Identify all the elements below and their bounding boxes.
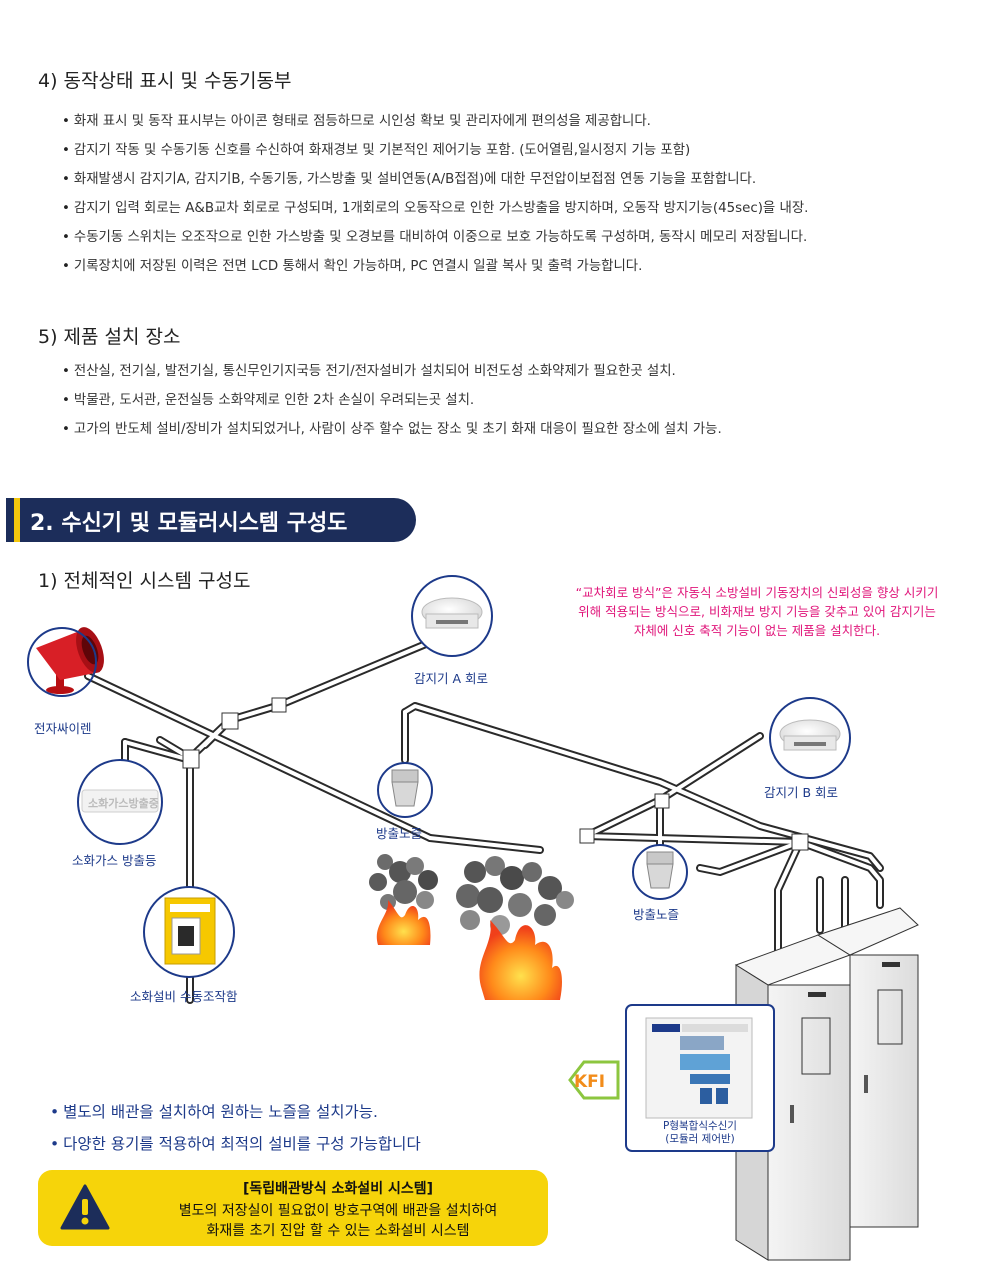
- controller-label-line: P형복합식수신기: [663, 1120, 737, 1132]
- section4-title: 4) 동작상태 표시 및 수동기동부: [38, 70, 292, 92]
- kfi-text: KFI: [574, 1072, 605, 1092]
- list-item: 박물관, 도서관, 운전실등 소화약제로 인한 2차 손실이 우려되는곳 설치.: [62, 391, 722, 420]
- fire-icon: [369, 854, 438, 945]
- note-line: 자체에 신호 축적 기능이 없는 제품을 설치한다.: [633, 623, 881, 638]
- warning-line: 별도의 저장실이 필요없이 방호구역에 배관을 설치하여: [178, 1203, 498, 1219]
- controller-label-line: (모듈러 제어반): [665, 1133, 735, 1145]
- list-item: 다양한 용기를 적용하여 최적의 설비를 구성 가능합니다: [50, 1132, 421, 1164]
- banner-title: 2. 수신기 및 모듈러시스템 구성도: [30, 511, 348, 536]
- manual-box-label: 소화설비 수동조작함: [130, 989, 238, 1004]
- nozzle-icon: [632, 844, 688, 900]
- list-item: 기록장치에 저장된 이력은 전면 LCD 통해서 확인 가능하며, PC 연결시…: [62, 257, 808, 286]
- controller-panel-icon: [625, 1004, 775, 1152]
- note-line: “교차회로 방식”은 자동식 소방설비 기동장치의 신뢰성을 향상 시키기: [575, 585, 939, 600]
- gas-lamp-sign: 소화가스방출중: [88, 797, 159, 810]
- list-item: 별도의 배관을 설치하여 원하는 노즐을 설치가능.: [50, 1100, 421, 1132]
- nozzle-icon: [377, 762, 433, 818]
- section5-title: 5) 제품 설치 장소: [38, 326, 181, 348]
- list-item: 화재발생시 감지기A, 감지기B, 수동기동, 가스방출 및 설비연동(A/B접…: [62, 170, 808, 199]
- storage-cabinet-icon: [816, 907, 919, 1228]
- detector-b-icon: [769, 697, 851, 779]
- list-item: 고가의 반도체 설비/장비가 설치되었거나, 사람이 상주 할수 없는 장소 및…: [62, 420, 722, 449]
- siren-icon: [27, 627, 104, 697]
- nozzle-label: 방출노즐: [633, 907, 680, 922]
- list-item: 감지기 입력 회로는 A&B교차 회로로 구성되며, 1개회로의 오동작으로 인…: [62, 199, 808, 228]
- detector-a-label: 감지기 A 회로: [414, 671, 488, 686]
- diagram-subtitle: 1) 전체적인 시스템 구성도: [38, 570, 251, 592]
- note-line: 위해 적용되는 방식으로, 비화재보 방지 기능을 갖추고 있어 감지기는: [578, 604, 936, 619]
- list-item: 전산실, 전기실, 발전기실, 통신무인기지국등 전기/전자설비가 설치되어 비…: [62, 362, 722, 391]
- list-item: 수동기동 스위치는 오조작으로 인한 가스방출 및 오경보를 대비하여 이중으로…: [62, 228, 808, 257]
- gas-lamp-label: 소화가스 방출등: [72, 853, 157, 868]
- kfi-logo-icon: KFI: [568, 1060, 620, 1100]
- warning-line: 화재를 초기 진압 할 수 있는 소화설비 시스템: [206, 1223, 470, 1239]
- list-item: 감지기 작동 및 수동기동 신호를 수신하여 화재경보 및 기본적인 제어기능 …: [62, 141, 808, 170]
- kfi-badge: KFI: [566, 1058, 622, 1106]
- gas-discharge-lamp-icon: [77, 759, 163, 845]
- banner-accent: [14, 498, 20, 542]
- manual-control-box-icon: [143, 886, 235, 978]
- junction-boxes: [182, 697, 809, 851]
- section5-list: 전산실, 전기실, 발전기실, 통신무인기지국등 전기/전자설비가 설치되어 비…: [62, 362, 722, 449]
- detector-b-label: 감지기 B 회로: [764, 785, 839, 800]
- section-banner: 2. 수신기 및 모듈러시스템 구성도: [6, 498, 416, 542]
- warning-box: [독립배관방식 소화설비 시스템] 별도의 저장실이 필요없이 방호구역에 배관…: [38, 1170, 548, 1246]
- cross-circuit-note: “교차회로 방식”은 자동식 소방설비 기동장치의 신뢰성을 향상 시키기 위해…: [532, 583, 982, 640]
- warning-icon: [60, 1184, 110, 1230]
- list-item: 화재 표시 및 동작 표시부는 아이콘 형태로 점등하므로 시인성 확보 및 관…: [62, 112, 808, 141]
- detector-a-icon: [411, 575, 493, 657]
- siren-label: 전자싸이렌: [34, 721, 92, 736]
- section4-list: 화재 표시 및 동작 표시부는 아이콘 형태로 점등하므로 시인성 확보 및 관…: [62, 112, 808, 286]
- feature-list: 별도의 배관을 설치하여 원하는 노즐을 설치가능. 다양한 용기를 적용하여 …: [50, 1100, 421, 1164]
- controller-label: P형복합식수신기 (모듈러 제어반): [630, 1120, 770, 1146]
- warning-title: [독립배관방식 소화설비 시스템]: [243, 1181, 433, 1197]
- nozzle-label: 방출노즐: [376, 826, 423, 841]
- fire-icon: [456, 856, 574, 1000]
